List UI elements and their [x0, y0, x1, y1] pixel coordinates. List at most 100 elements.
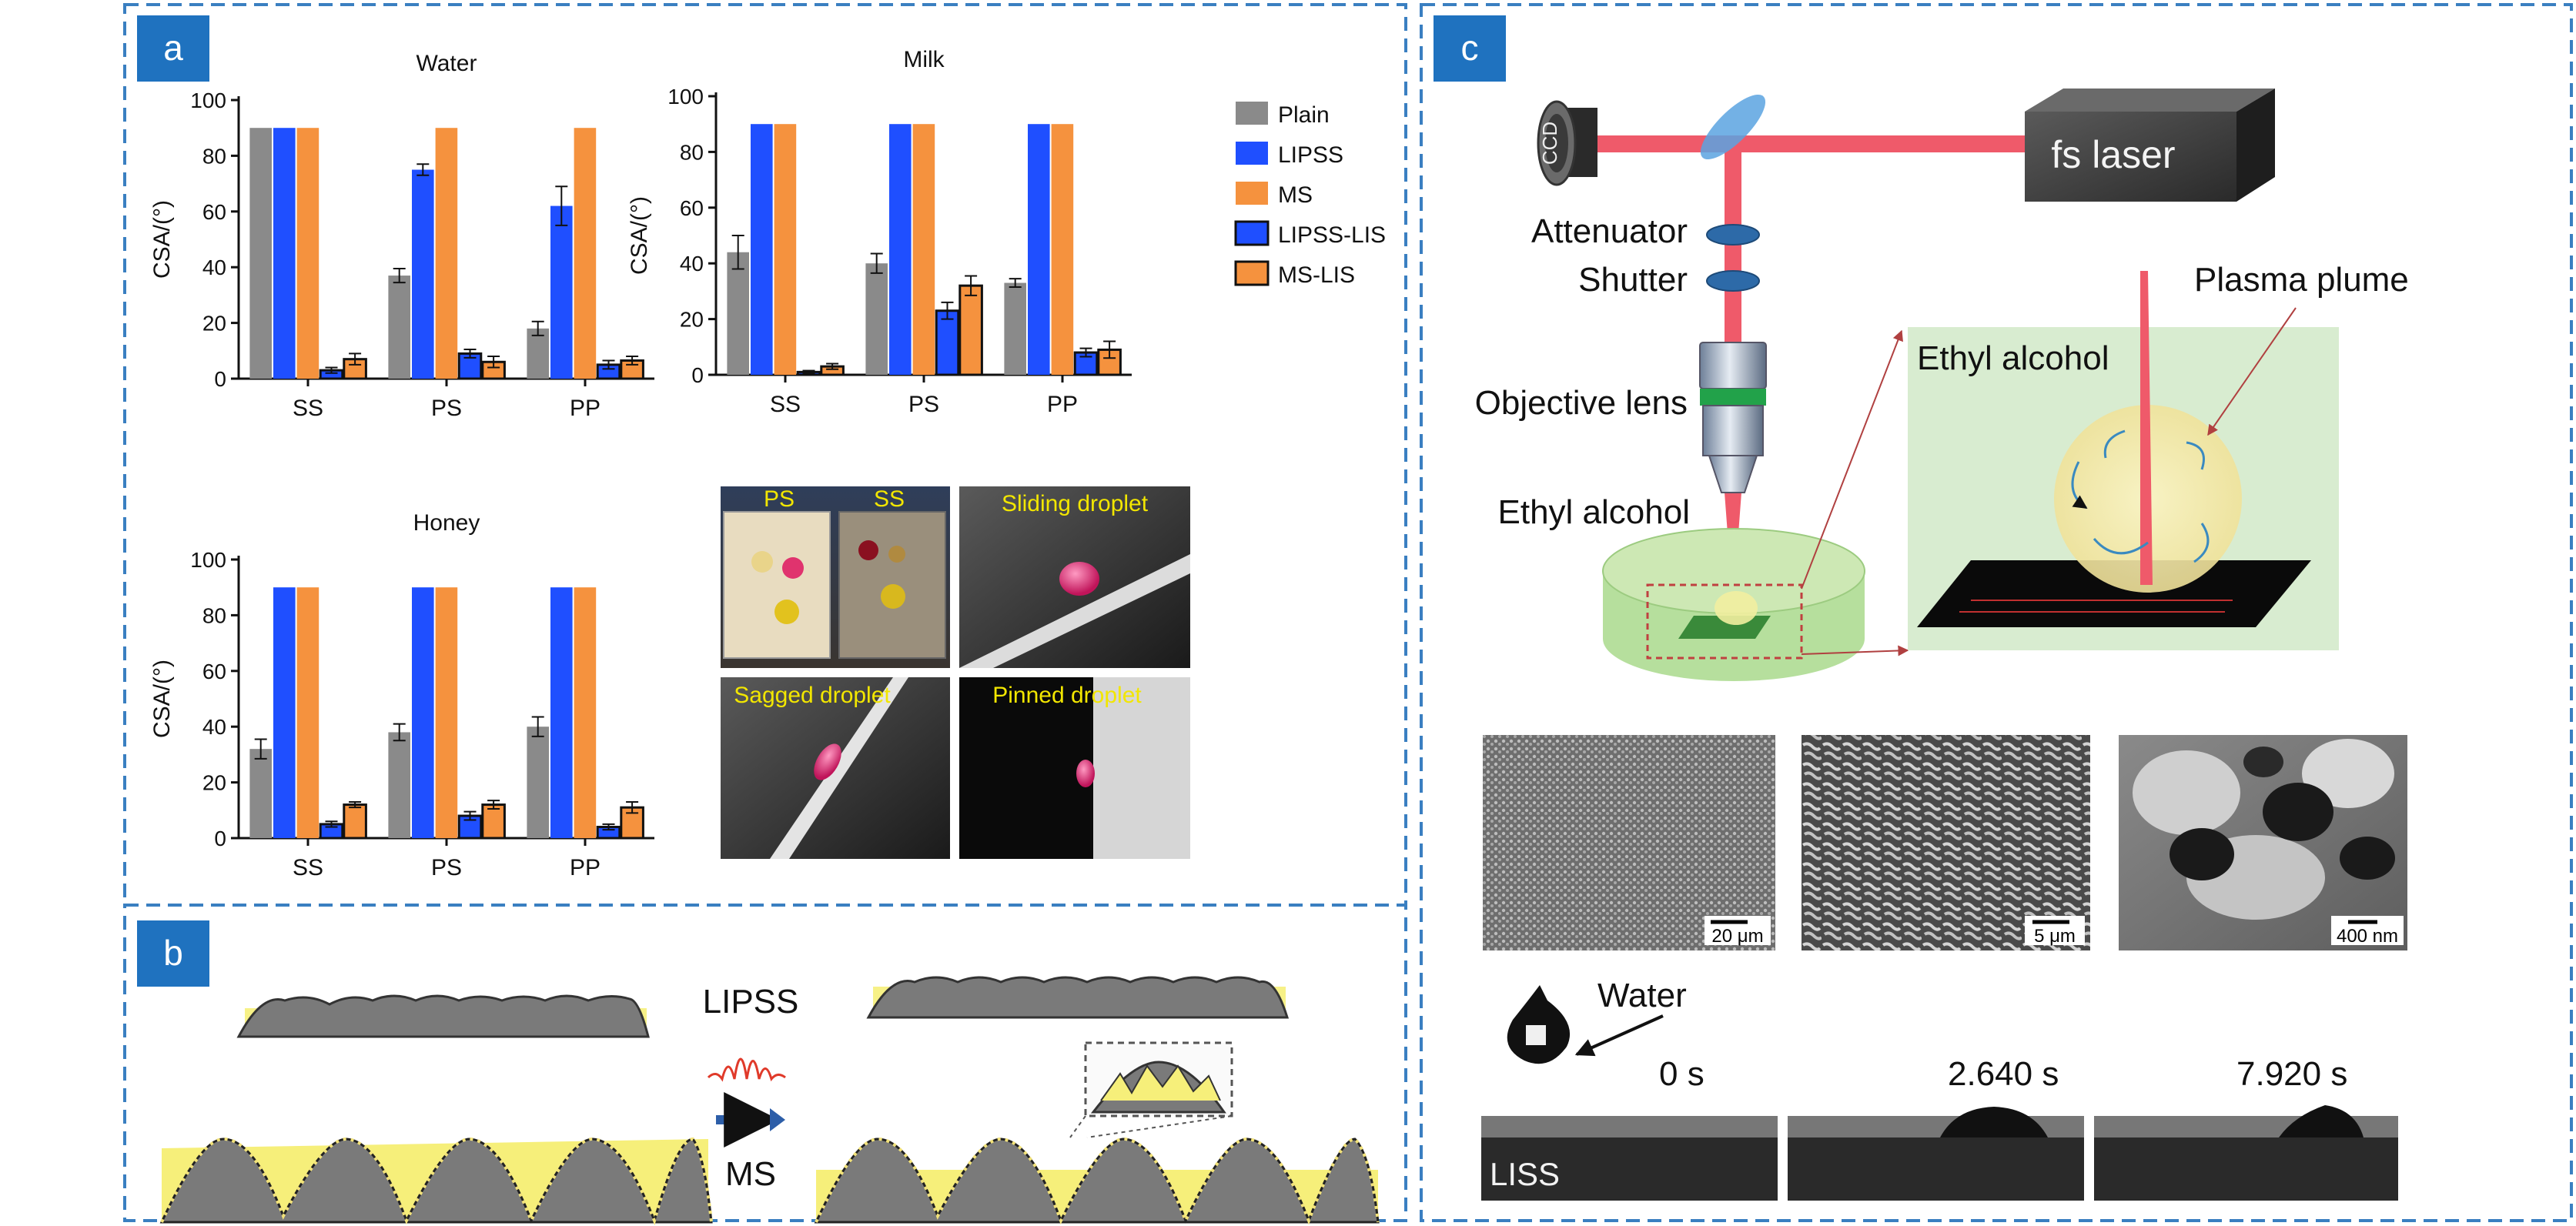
- y-tick-label: 20: [202, 312, 226, 336]
- legend-label-lipss: LIPSS: [1278, 142, 1343, 168]
- x-tick-label: SS: [770, 392, 801, 417]
- sem-scale-1: 20 μm: [1711, 926, 1763, 947]
- legend-label-lipss-lis: LIPSS-LIS: [1278, 222, 1386, 248]
- ccd-camera-icon: CCD: [1537, 100, 1597, 186]
- bar-ms: [435, 587, 458, 838]
- plasma-arrow-icon: [2207, 307, 2297, 436]
- x-tick-label: PS: [431, 396, 462, 421]
- water-label: Water: [1597, 977, 1687, 1014]
- bar-ms-lis: [343, 803, 367, 840]
- sem-scale-2: 5 μm: [2034, 926, 2076, 947]
- photo-sliding-droplet: Sliding droplet: [959, 486, 1190, 668]
- y-tick-label: 80: [202, 144, 226, 168]
- sem-image-2: [1802, 735, 2090, 950]
- y-tick-label: 80: [202, 603, 226, 627]
- photo-label-sagged: Sagged droplet: [734, 683, 891, 708]
- y-tick-label: 40: [202, 256, 226, 279]
- chart-title: Water: [417, 51, 477, 76]
- legend-label-plain: Plain: [1278, 102, 1330, 128]
- y-tick-label: 100: [190, 548, 226, 572]
- panel-c-badge: [1434, 15, 1506, 82]
- y-tick-label: 0: [214, 827, 226, 850]
- sem-image-1: [1483, 735, 1775, 950]
- attenuator-icon: [1706, 224, 1760, 246]
- x-tick-label: PP: [1047, 392, 1078, 417]
- bar-lipss: [412, 587, 434, 838]
- panel-a-badge: [137, 15, 209, 82]
- x-tick-label: PP: [570, 855, 601, 880]
- x-tick-label: PS: [431, 855, 462, 880]
- bar-plain: [388, 732, 410, 838]
- bar-lipss-lis: [1073, 351, 1099, 376]
- bar-lipss: [1028, 124, 1050, 375]
- panel-a-badge-label: a: [163, 28, 183, 68]
- time-label-0: 0 s: [1659, 1055, 1705, 1093]
- y-tick-label: 20: [680, 308, 704, 332]
- legend-swatch-lipss-lis: [1234, 220, 1270, 246]
- time-label-2: 7.920 s: [2236, 1055, 2347, 1093]
- beam-splitter-icon: [1700, 94, 1766, 160]
- bar-plain: [249, 749, 272, 838]
- bar-plain: [527, 328, 549, 379]
- bar-lipss: [273, 587, 296, 838]
- photo-label-pinned: Pinned droplet: [992, 683, 1142, 708]
- photo-pinned-droplet: Pinned droplet: [959, 677, 1190, 859]
- attenuator-label: Attenuator: [1531, 212, 1688, 250]
- ethanol-dish: [1602, 528, 1865, 681]
- photo-label-ps: PS: [764, 486, 795, 512]
- photo-sagged-droplet: Sagged droplet: [721, 677, 950, 859]
- label-lipss: LIPSS: [703, 983, 799, 1021]
- objective-lens-label: Objective lens: [1475, 384, 1688, 422]
- x-tick-label: PP: [570, 396, 601, 421]
- bar-lipss: [273, 128, 296, 379]
- y-axis-label: CSA/(°): [149, 660, 175, 738]
- bar-ms: [574, 587, 597, 838]
- bar-ms: [296, 128, 319, 379]
- y-tick-label: 0: [691, 363, 704, 387]
- shutter-icon: [1706, 270, 1760, 292]
- y-axis-label: CSA/(°): [627, 196, 652, 275]
- objective-lens-icon: [1699, 342, 1767, 493]
- bar-plain: [388, 276, 410, 379]
- panel-c-setup: CCD fs laser Attenuator Shutter Objectiv…: [1475, 89, 2409, 681]
- fs-laser-label: fs laser: [2051, 133, 2175, 176]
- y-tick-label: 100: [667, 85, 704, 109]
- bar-ms: [774, 124, 797, 375]
- y-tick-label: 60: [202, 200, 226, 224]
- legend-swatch-ms: [1236, 182, 1268, 205]
- x-tick-label: SS: [293, 396, 323, 421]
- laser-pulse-icon: [707, 1057, 786, 1082]
- legend-label-ms-lis: MS-LIS: [1278, 262, 1355, 288]
- bar-ms: [435, 128, 458, 379]
- bar-ms: [574, 128, 597, 379]
- bar-lipss: [550, 205, 573, 379]
- bar-lipss: [412, 169, 434, 379]
- label-ms: MS: [725, 1155, 776, 1193]
- panel-b-badge-label: b: [163, 933, 183, 973]
- chart-title: Milk: [903, 47, 945, 72]
- time-label-1: 2.640 s: [1948, 1055, 2059, 1093]
- sem-scale-3: 400 nm: [2337, 926, 2398, 947]
- bar-plain: [527, 727, 549, 838]
- plasma-plume-label: Plasma plume: [2194, 261, 2409, 299]
- bar-lipss: [550, 587, 573, 838]
- bar-lipss: [751, 124, 773, 375]
- water-arrow-icon: [1574, 1014, 1664, 1057]
- ablation-inset: [1908, 271, 2339, 650]
- ethyl-alcohol-label-left: Ethyl alcohol: [1498, 493, 1690, 531]
- bar-plain: [727, 252, 749, 375]
- legend-swatch-ms-lis: [1234, 260, 1270, 286]
- panel-b-schematic: LIPSS MS: [159, 976, 1380, 1226]
- fs-laser-box: fs laser: [2025, 89, 2275, 202]
- bar-ms: [296, 587, 319, 838]
- y-tick-label: 0: [214, 367, 226, 391]
- y-tick-label: 40: [680, 252, 704, 276]
- sem-image-3: [2119, 735, 2407, 950]
- panel-c-badge-label: c: [1461, 28, 1479, 68]
